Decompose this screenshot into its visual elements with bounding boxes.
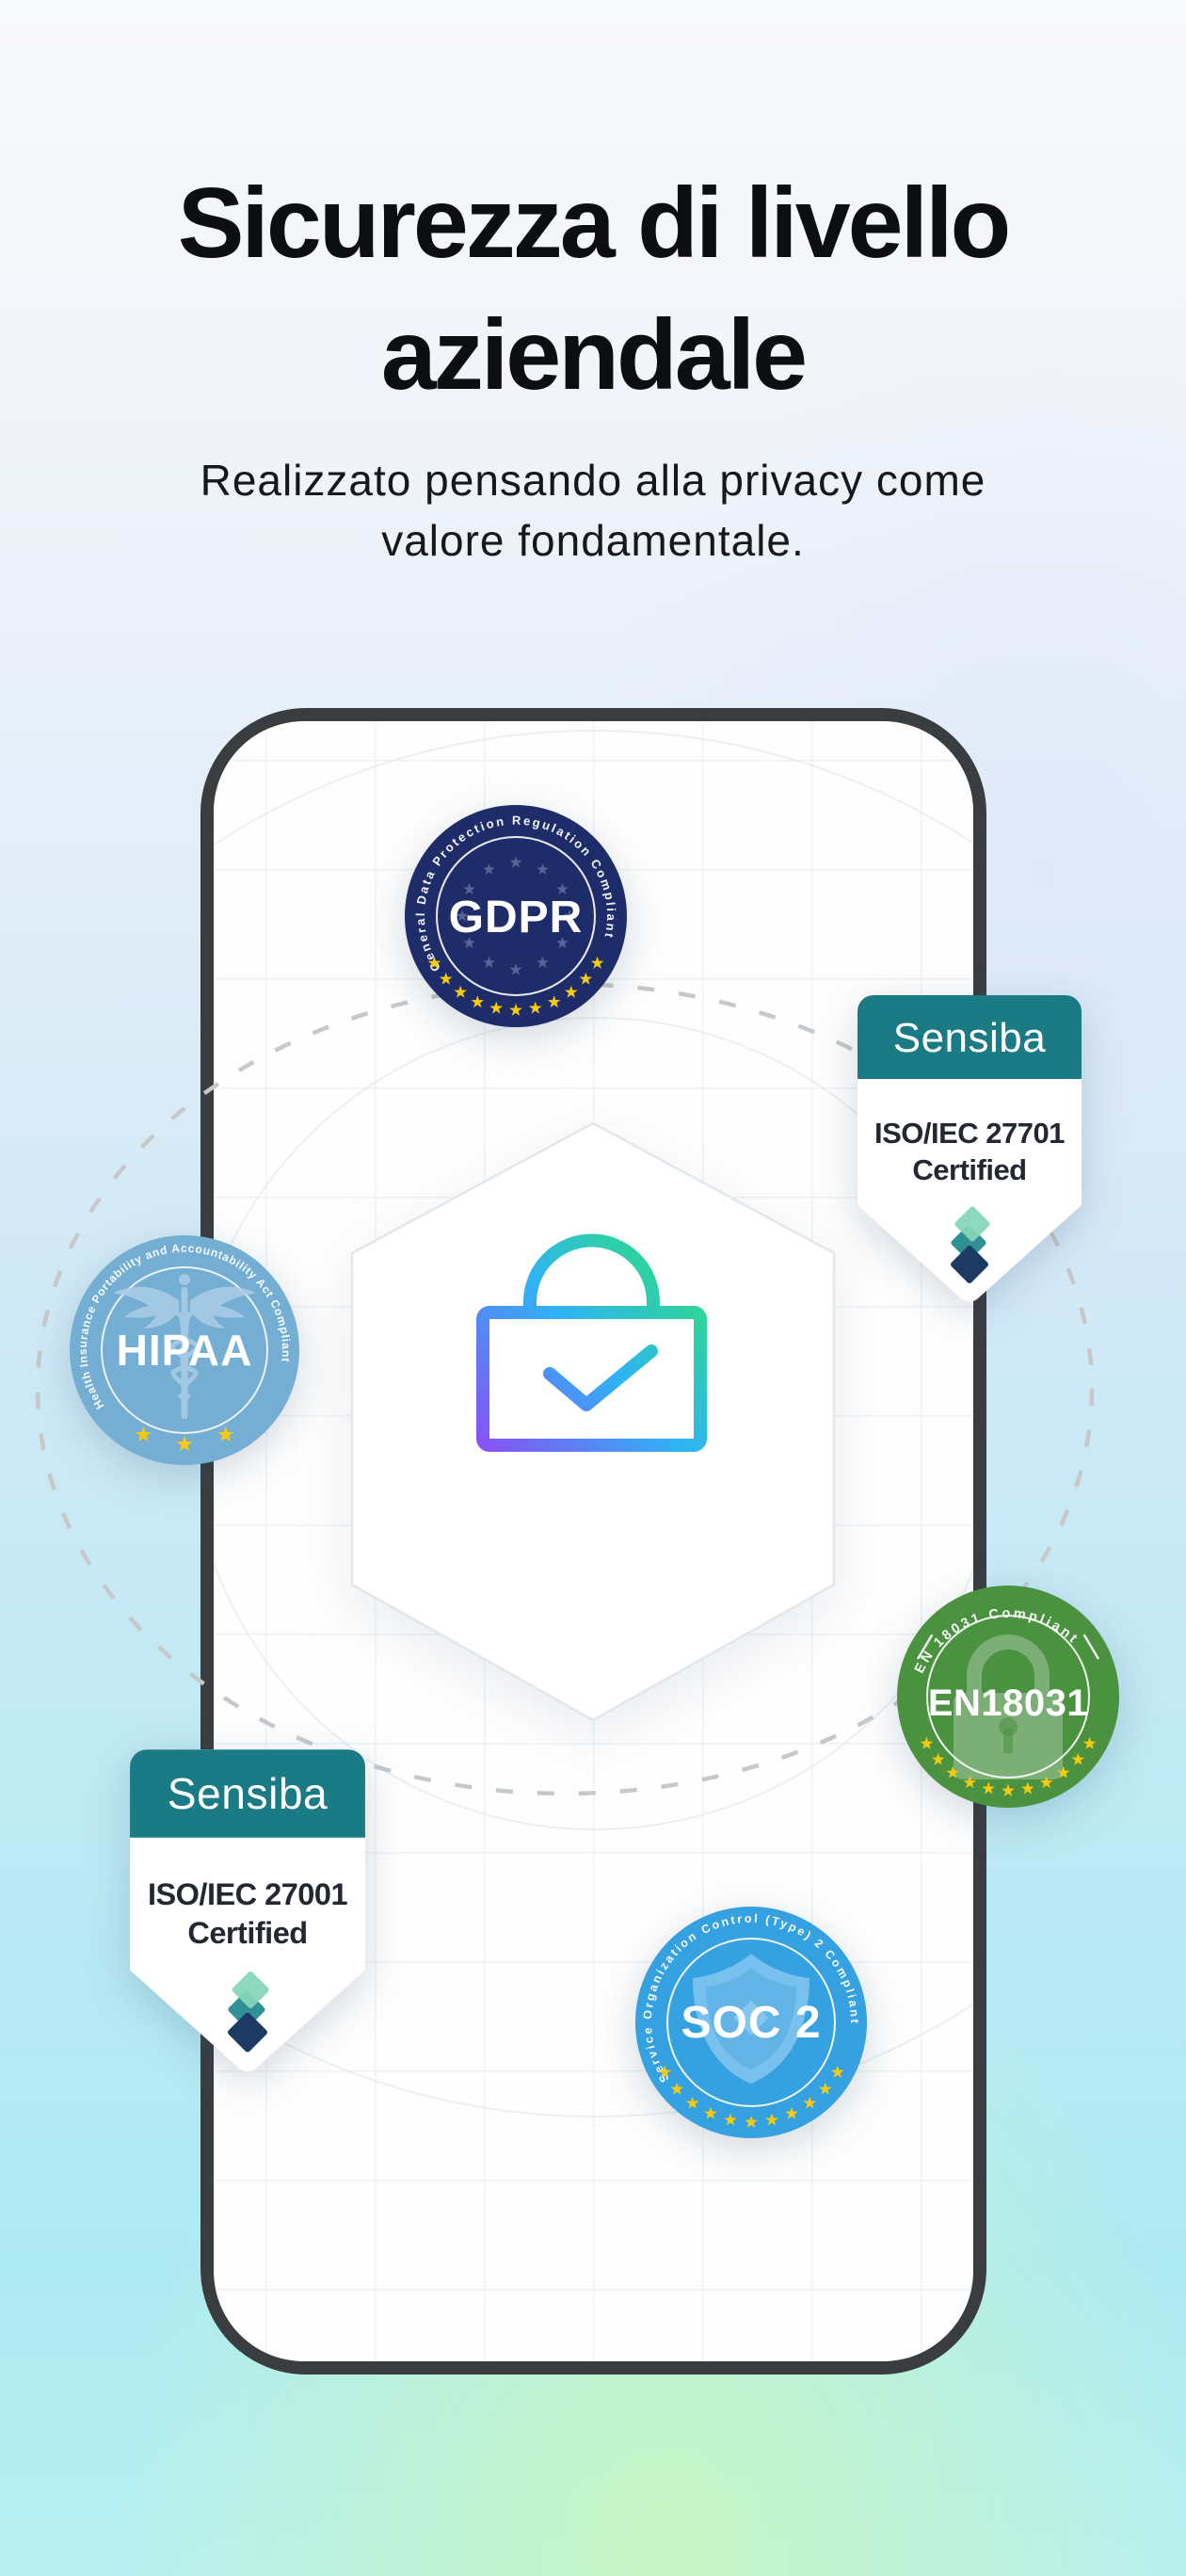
- soc2-badge: SOC 2 Service Organization Control (Type…: [635, 1907, 867, 2138]
- hipaa-label: HIPAA: [117, 1326, 253, 1375]
- gdpr-badge: GDPR General Data Protection Regulation …: [405, 805, 627, 1027]
- en18031-badge: EN18031 EN 18031 Compliant: [897, 1586, 1119, 1808]
- sensiba-iso27001-badge: Sensiba ISO/IEC 27001 Certified: [130, 1749, 365, 2072]
- shield-icon: [693, 1954, 809, 2084]
- title-line-1: Sicurezza di livello: [177, 168, 1012, 279]
- sensiba-cert-line1: ISO/IEC 27001: [148, 1877, 348, 1911]
- sensiba-iso27701-badge: Sensiba ISO/IEC 27701 Certified: [857, 995, 1082, 1302]
- page-title: Sicurezza di livello aziendale: [0, 158, 1186, 422]
- lock-check-icon: [476, 1233, 707, 1452]
- en18031-label: EN18031: [928, 1682, 1088, 1724]
- subtitle-line-2: valore fondamentale.: [381, 516, 805, 566]
- subtitle-line-1: Realizzato pensando alla privacy come: [200, 456, 986, 505]
- soc2-label: SOC 2: [681, 1998, 821, 2048]
- sensiba-brand: Sensiba: [168, 1769, 329, 1818]
- sensiba-cert-line1: ISO/IEC 27701: [874, 1117, 1065, 1150]
- sensiba-brand: Sensiba: [893, 1015, 1047, 1061]
- sensiba-cert-line2: Certified: [187, 1916, 307, 1950]
- gdpr-label: GDPR: [449, 893, 584, 942]
- faint-circle-decoration: [214, 730, 973, 2117]
- sensiba-cert-line2: Certified: [912, 1153, 1026, 1186]
- page-subtitle: Realizzato pensando alla privacy come val…: [0, 450, 1186, 572]
- hipaa-badge: HIPAA Health Insurance Portability and A…: [70, 1235, 299, 1465]
- title-line-2: aziendale: [380, 298, 808, 411]
- sensiba-diamond-logo-icon: [228, 1971, 269, 2053]
